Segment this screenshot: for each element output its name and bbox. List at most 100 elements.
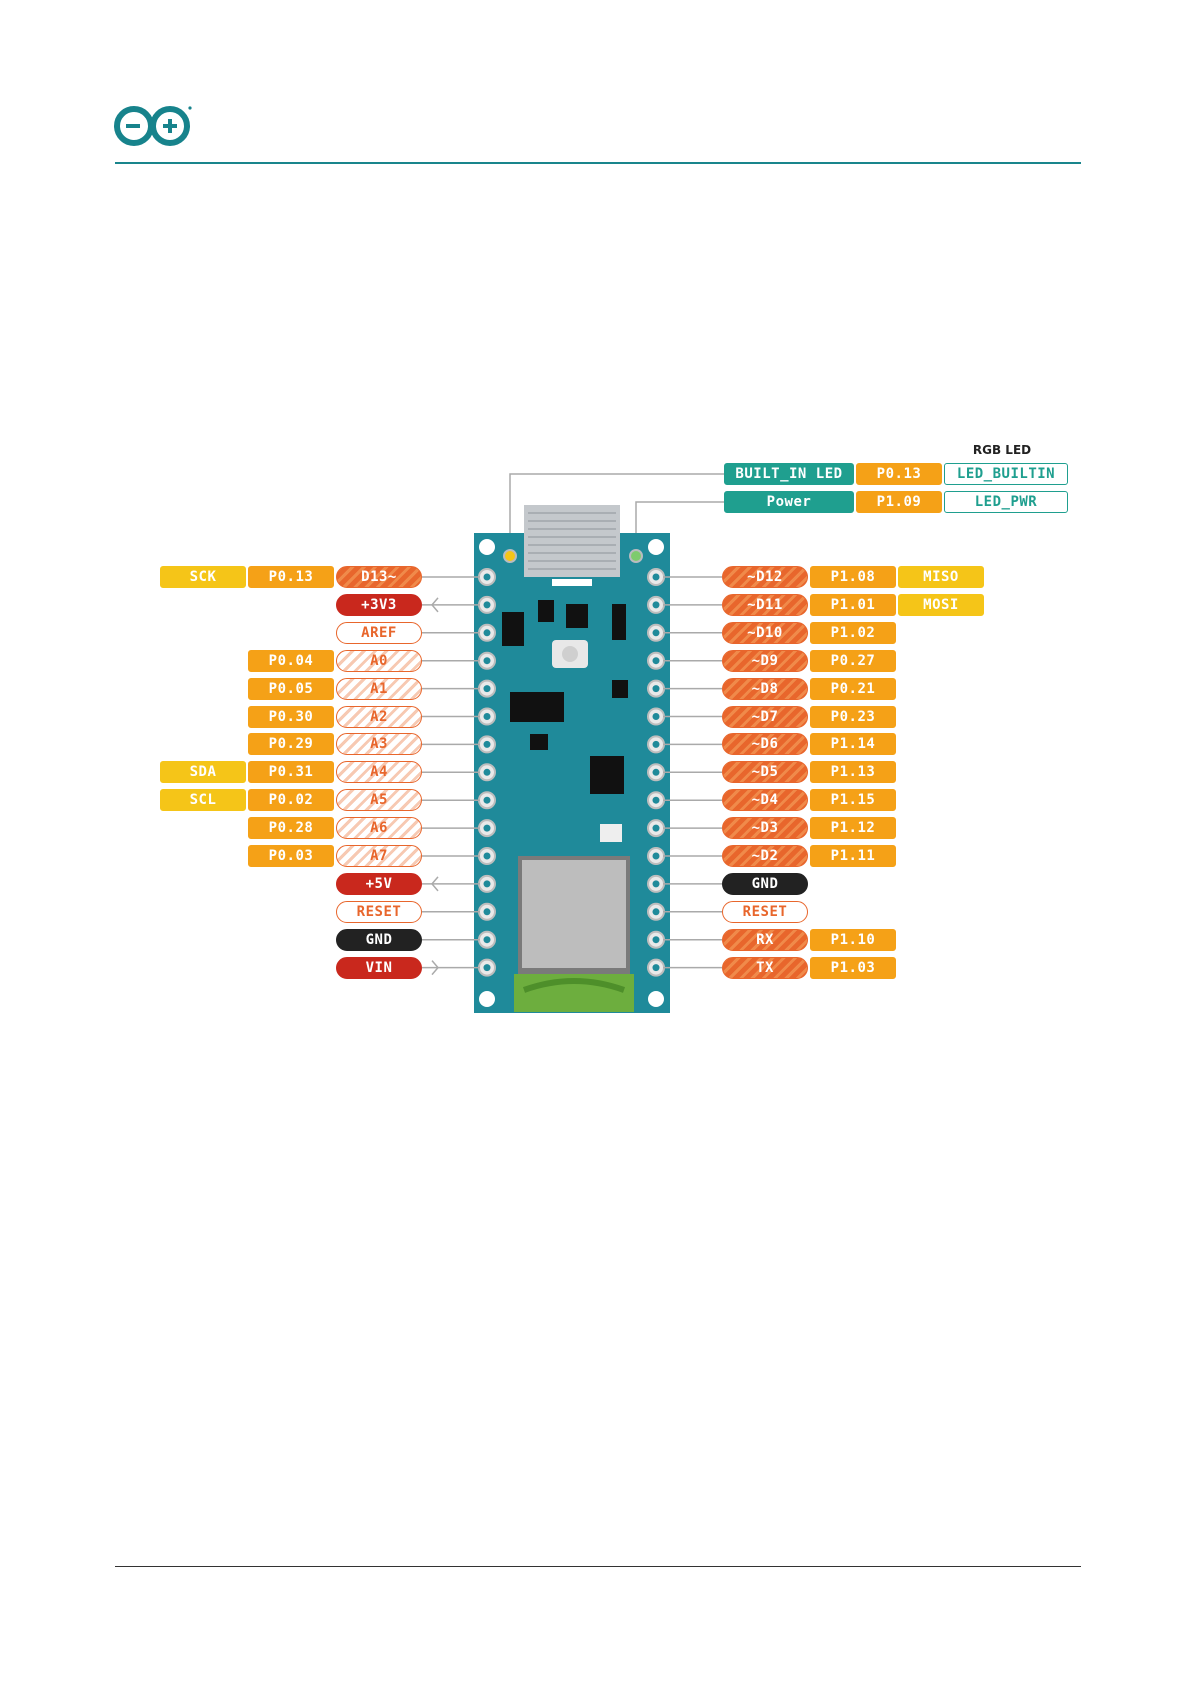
pin-pad-left-0 bbox=[478, 568, 496, 586]
right-pin-8-label-0: ~D4 bbox=[722, 789, 808, 812]
right-pin-0-label-2: MISO bbox=[898, 566, 984, 588]
left-pin-3-label-1: A0 bbox=[336, 649, 422, 672]
right-pin-4-label-0: ~D8 bbox=[722, 677, 808, 700]
right-pin-10-label-0: ~D2 bbox=[722, 845, 808, 867]
pin-pad-right-10 bbox=[647, 847, 665, 865]
led-row-1-cell-1: P1.09 bbox=[856, 491, 942, 513]
pin-pad-left-8 bbox=[478, 791, 496, 810]
arrow-in-icon bbox=[431, 960, 439, 976]
left-pin-5-label-1: A2 bbox=[336, 705, 422, 728]
pin-pad-right-3 bbox=[647, 651, 665, 670]
led-row-0-cell-0: BUILT_IN LED bbox=[724, 463, 854, 485]
pin-pad-right-12 bbox=[647, 902, 665, 921]
right-pin-7-label-1: P1.13 bbox=[810, 761, 896, 784]
right-pin-14-label-0: TX bbox=[722, 956, 808, 979]
left-pin-4-label-1: A1 bbox=[336, 677, 422, 700]
left-pin-6-label-0: P0.29 bbox=[248, 733, 334, 756]
left-pin-7-label-1: P0.31 bbox=[248, 761, 334, 784]
left-pin-7-label-0: SDA bbox=[160, 761, 246, 784]
rgb-led-title: RGB LED bbox=[972, 443, 1032, 457]
pin-pad-right-9 bbox=[647, 819, 665, 838]
pin-pad-left-11 bbox=[478, 874, 496, 893]
pin-pad-right-11 bbox=[647, 874, 665, 893]
right-pin-14-label-1: P1.03 bbox=[810, 956, 896, 979]
right-pin-13-label-1: P1.10 bbox=[810, 928, 896, 951]
pin-pad-right-2 bbox=[647, 623, 665, 642]
led-row-0-cell-1: P0.13 bbox=[856, 463, 942, 485]
right-pin-0-label-0: ~D12 bbox=[722, 566, 808, 588]
arrow-out-icon bbox=[431, 597, 439, 613]
left-pin-10-label-0: P0.03 bbox=[248, 845, 334, 867]
pin-pad-left-3 bbox=[478, 651, 496, 670]
right-pin-6-label-0: ~D6 bbox=[722, 733, 808, 756]
left-pin-4-label-0: P0.05 bbox=[248, 677, 334, 700]
right-pin-0-label-1: P1.08 bbox=[810, 566, 896, 588]
pin-pad-left-9 bbox=[478, 819, 496, 838]
right-pin-13-label-0: RX bbox=[722, 928, 808, 951]
left-pin-11-label-0: +5V bbox=[336, 872, 422, 895]
right-pin-5-label-0: ~D7 bbox=[722, 705, 808, 728]
arrow-out-icon bbox=[431, 876, 439, 892]
right-pin-4-label-1: P0.21 bbox=[810, 677, 896, 700]
left-pin-1-label-0: +3V3 bbox=[336, 593, 422, 616]
pin-pad-left-14 bbox=[478, 958, 496, 977]
board-illustration bbox=[474, 505, 670, 1013]
left-pin-5-label-0: P0.30 bbox=[248, 705, 334, 728]
left-pin-2-label-0: AREF bbox=[336, 621, 422, 644]
pin-pad-right-14 bbox=[647, 958, 665, 977]
right-pin-9-label-1: P1.12 bbox=[810, 817, 896, 840]
right-pin-1-label-0: ~D11 bbox=[722, 593, 808, 616]
left-pin-6-label-1: A3 bbox=[336, 733, 422, 756]
pin-pad-right-8 bbox=[647, 791, 665, 810]
led-row-1-cell-0: Power bbox=[724, 491, 854, 513]
pin-pad-left-1 bbox=[478, 595, 496, 614]
led-row-1-cell-2: LED_PWR bbox=[944, 491, 1068, 513]
pin-pad-right-4 bbox=[647, 679, 665, 698]
pin-pad-left-6 bbox=[478, 735, 496, 754]
right-pin-11-label-0: GND bbox=[722, 872, 808, 895]
left-pin-14-label-0: VIN bbox=[336, 956, 422, 979]
arduino-logo-icon bbox=[114, 106, 192, 146]
pin-pad-left-4 bbox=[478, 679, 496, 698]
pin-pad-right-5 bbox=[647, 707, 665, 726]
left-pin-3-label-0: P0.04 bbox=[248, 649, 334, 672]
right-pin-2-label-0: ~D10 bbox=[722, 621, 808, 644]
right-pin-8-label-1: P1.15 bbox=[810, 789, 896, 812]
left-pin-7-label-2: A4 bbox=[336, 761, 422, 784]
footer-rule bbox=[115, 1566, 1081, 1567]
right-pin-1-label-1: P1.01 bbox=[810, 593, 896, 616]
right-pin-7-label-0: ~D5 bbox=[722, 761, 808, 784]
pin-pad-left-12 bbox=[478, 902, 496, 921]
left-pin-0-label-1: P0.13 bbox=[248, 566, 334, 588]
left-pin-0-label-0: SCK bbox=[160, 566, 246, 588]
right-pin-2-label-1: P1.02 bbox=[810, 621, 896, 644]
right-pin-1-label-2: MOSI bbox=[898, 593, 984, 616]
left-pin-12-label-0: RESET bbox=[336, 900, 422, 923]
right-pin-9-label-0: ~D3 bbox=[722, 817, 808, 840]
left-pin-13-label-0: GND bbox=[336, 928, 422, 951]
left-pin-0-label-2: D13~ bbox=[336, 566, 422, 588]
left-pin-9-label-0: P0.28 bbox=[248, 817, 334, 840]
pin-pad-left-13 bbox=[478, 930, 496, 949]
left-pin-8-label-2: A5 bbox=[336, 789, 422, 812]
pin-pad-right-13 bbox=[647, 930, 665, 949]
right-pin-3-label-0: ~D9 bbox=[722, 649, 808, 672]
pin-pad-right-0 bbox=[647, 568, 665, 586]
pin-pad-right-7 bbox=[647, 763, 665, 782]
right-pin-12-label-0: RESET bbox=[722, 900, 808, 923]
right-pin-10-label-1: P1.11 bbox=[810, 845, 896, 867]
left-pin-10-label-1: A7 bbox=[336, 845, 422, 867]
pin-pad-right-1 bbox=[647, 595, 665, 614]
pin-pad-left-10 bbox=[478, 847, 496, 865]
pin-pad-left-2 bbox=[478, 623, 496, 642]
left-pin-8-label-0: SCL bbox=[160, 789, 246, 812]
left-pin-9-label-1: A6 bbox=[336, 817, 422, 840]
right-pin-3-label-1: P0.27 bbox=[810, 649, 896, 672]
left-pin-8-label-1: P0.02 bbox=[248, 789, 334, 812]
right-pin-5-label-1: P0.23 bbox=[810, 705, 896, 728]
header-rule bbox=[115, 162, 1081, 164]
pin-pad-left-7 bbox=[478, 763, 496, 782]
pin-pad-left-5 bbox=[478, 707, 496, 726]
right-pin-6-label-1: P1.14 bbox=[810, 733, 896, 756]
